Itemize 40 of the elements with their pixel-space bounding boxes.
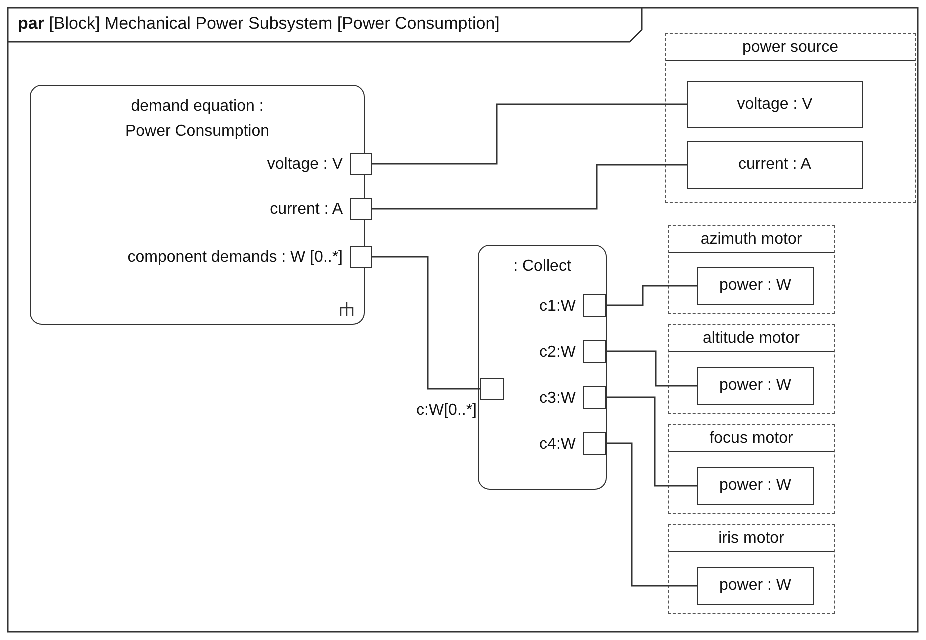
binding-connector	[606, 442, 697, 587]
port-label: c1:W	[540, 296, 576, 316]
property-label: power : W	[719, 577, 792, 595]
binding-connector	[372, 256, 480, 390]
part-group	[668, 424, 835, 514]
property-label: voltage : V	[737, 96, 813, 114]
port-label: c3:W	[540, 388, 576, 408]
property-box	[687, 81, 863, 128]
diagram-title: par [Block] Mechanical Power Subsystem [Power Consumption]	[18, 14, 500, 34]
binding-connector	[372, 164, 687, 210]
property-box	[697, 467, 814, 505]
property-box	[687, 141, 863, 189]
property-label: current : A	[738, 156, 812, 174]
group-title: focus motor	[710, 430, 794, 447]
part-group	[665, 33, 916, 203]
part-group	[668, 324, 835, 414]
port-label: current : A	[270, 200, 343, 220]
property-label: power : W	[719, 377, 792, 395]
group-title: power source	[742, 39, 839, 56]
property-box	[697, 367, 814, 405]
binding-connector	[372, 104, 687, 165]
property-label: power : W	[719, 477, 792, 495]
part-group	[668, 524, 835, 614]
group-title: altitude motor	[703, 330, 800, 347]
block-title: : Collect	[512, 257, 572, 277]
binding-connector	[606, 396, 697, 487]
property-box	[697, 267, 814, 305]
group-title: azimuth motor	[700, 231, 802, 248]
port-label: component demands : W [0..*]	[128, 248, 343, 268]
binding-connector	[606, 285, 697, 306]
property-box	[697, 567, 814, 605]
port-label: c2:W	[540, 342, 576, 362]
port-label: voltage : V	[267, 155, 343, 175]
part-group	[668, 225, 835, 314]
block-title: demand equation : Power Consumption	[124, 97, 271, 142]
port-label: c:W[0..*]	[416, 401, 477, 421]
property-label: power : W	[719, 277, 792, 295]
group-title: iris motor	[718, 530, 784, 547]
binding-connector	[606, 350, 697, 387]
port-label: c4:W	[540, 434, 576, 454]
